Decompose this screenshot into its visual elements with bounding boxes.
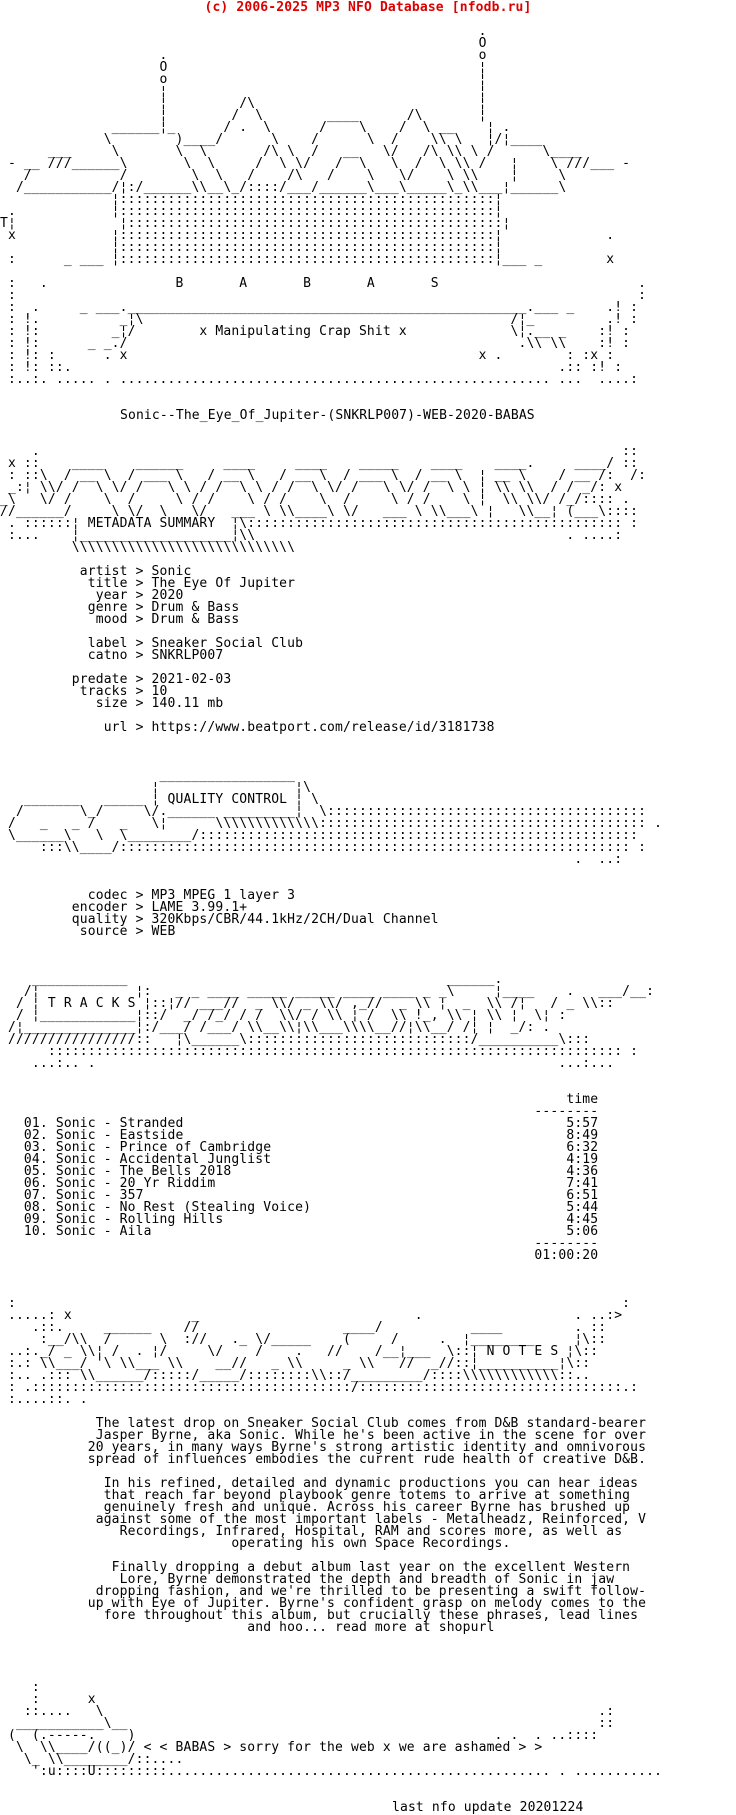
section-quality-control: _________________ ¦ ¦\ _______ _____ ¦ Q… bbox=[0, 768, 736, 939]
last-nfo-update: last nfo update 20201224 bbox=[392, 1800, 584, 1815]
metadata-fields: artist > Sonic title > The Eye Of Jupite… bbox=[71, 564, 495, 735]
footer-ascii-art: : : x ::.... \ .: ___________\__ :: ( (.… bbox=[7, 1680, 663, 1779]
quality-control-banner-art: _________________ ¦ ¦\ _______ _____ ¦ Q… bbox=[7, 768, 663, 867]
release-name: Sonic--The_Eye_Of_Jupiter-(SNKRLP007)-WE… bbox=[120, 408, 535, 423]
copyright-banner: (c) 2006-2025 MP3 NFO Database [nfodb.ru… bbox=[204, 0, 532, 15]
track-list: time -------- 01. Sonic - Stranded 5:57 … bbox=[23, 1092, 599, 1263]
quality-fields: codec > MP3 MPEG 1 layer 3 encoder > LAM… bbox=[71, 888, 439, 939]
notes-banner-art: : : .....: x _ . . ..:> .::. ______ // bbox=[7, 1296, 639, 1407]
tracks-banner-art: ____________ ______. /¦ ¦: _ _ ____ ____… bbox=[7, 972, 655, 1071]
group-header-ascii-art: . O . o O ¦ bbox=[0, 24, 647, 387]
section-notes: : : .....: x _ . . ..:> .::. ______ // bbox=[0, 1296, 736, 1635]
section-tracks: ____________ ______. /¦ ¦: _ _ ____ ____… bbox=[0, 972, 736, 1263]
section-footer: : : x ::.... \ .: ___________\__ :: ( (.… bbox=[0, 1680, 736, 1815]
section-metadata-summary: . :: x :: ____ ______ ____ ____ _____ __… bbox=[0, 444, 736, 735]
metadata-summary-banner-art: . :: x :: ____ ______ ____ ____ _____ __… bbox=[0, 444, 647, 555]
notes-text: The latest drop on Sneaker Social Club c… bbox=[87, 1416, 647, 1635]
